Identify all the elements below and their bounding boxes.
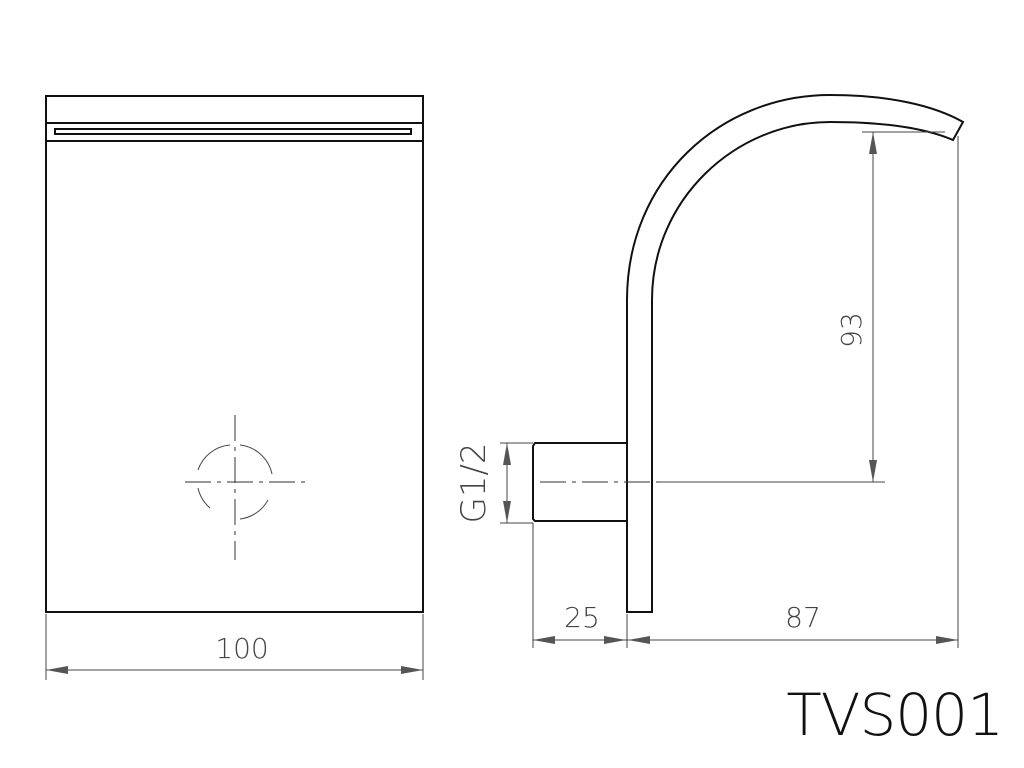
height-label: 93 xyxy=(835,312,868,348)
offset-reach-dimensions: 25 87 xyxy=(532,136,959,648)
width-label: 100 xyxy=(215,632,268,665)
reach-label: 87 xyxy=(785,601,821,634)
model-code: TVS001 xyxy=(786,681,1003,749)
thread-dimension: G1/2 xyxy=(454,442,533,524)
side-view: 93 G1/2 25 87 xyxy=(454,93,965,648)
inlet-pipe xyxy=(532,442,627,522)
front-plate-outline xyxy=(45,95,424,613)
thread-label: G1/2 xyxy=(454,442,494,523)
spout-body xyxy=(626,93,965,613)
water-slot xyxy=(54,128,412,135)
front-view: 100 xyxy=(45,95,424,680)
width-dimension: 100 xyxy=(45,614,424,680)
mounting-hole-crosshair xyxy=(185,415,310,560)
height-dimension: 93 xyxy=(835,132,877,482)
offset-label: 25 xyxy=(564,601,600,634)
